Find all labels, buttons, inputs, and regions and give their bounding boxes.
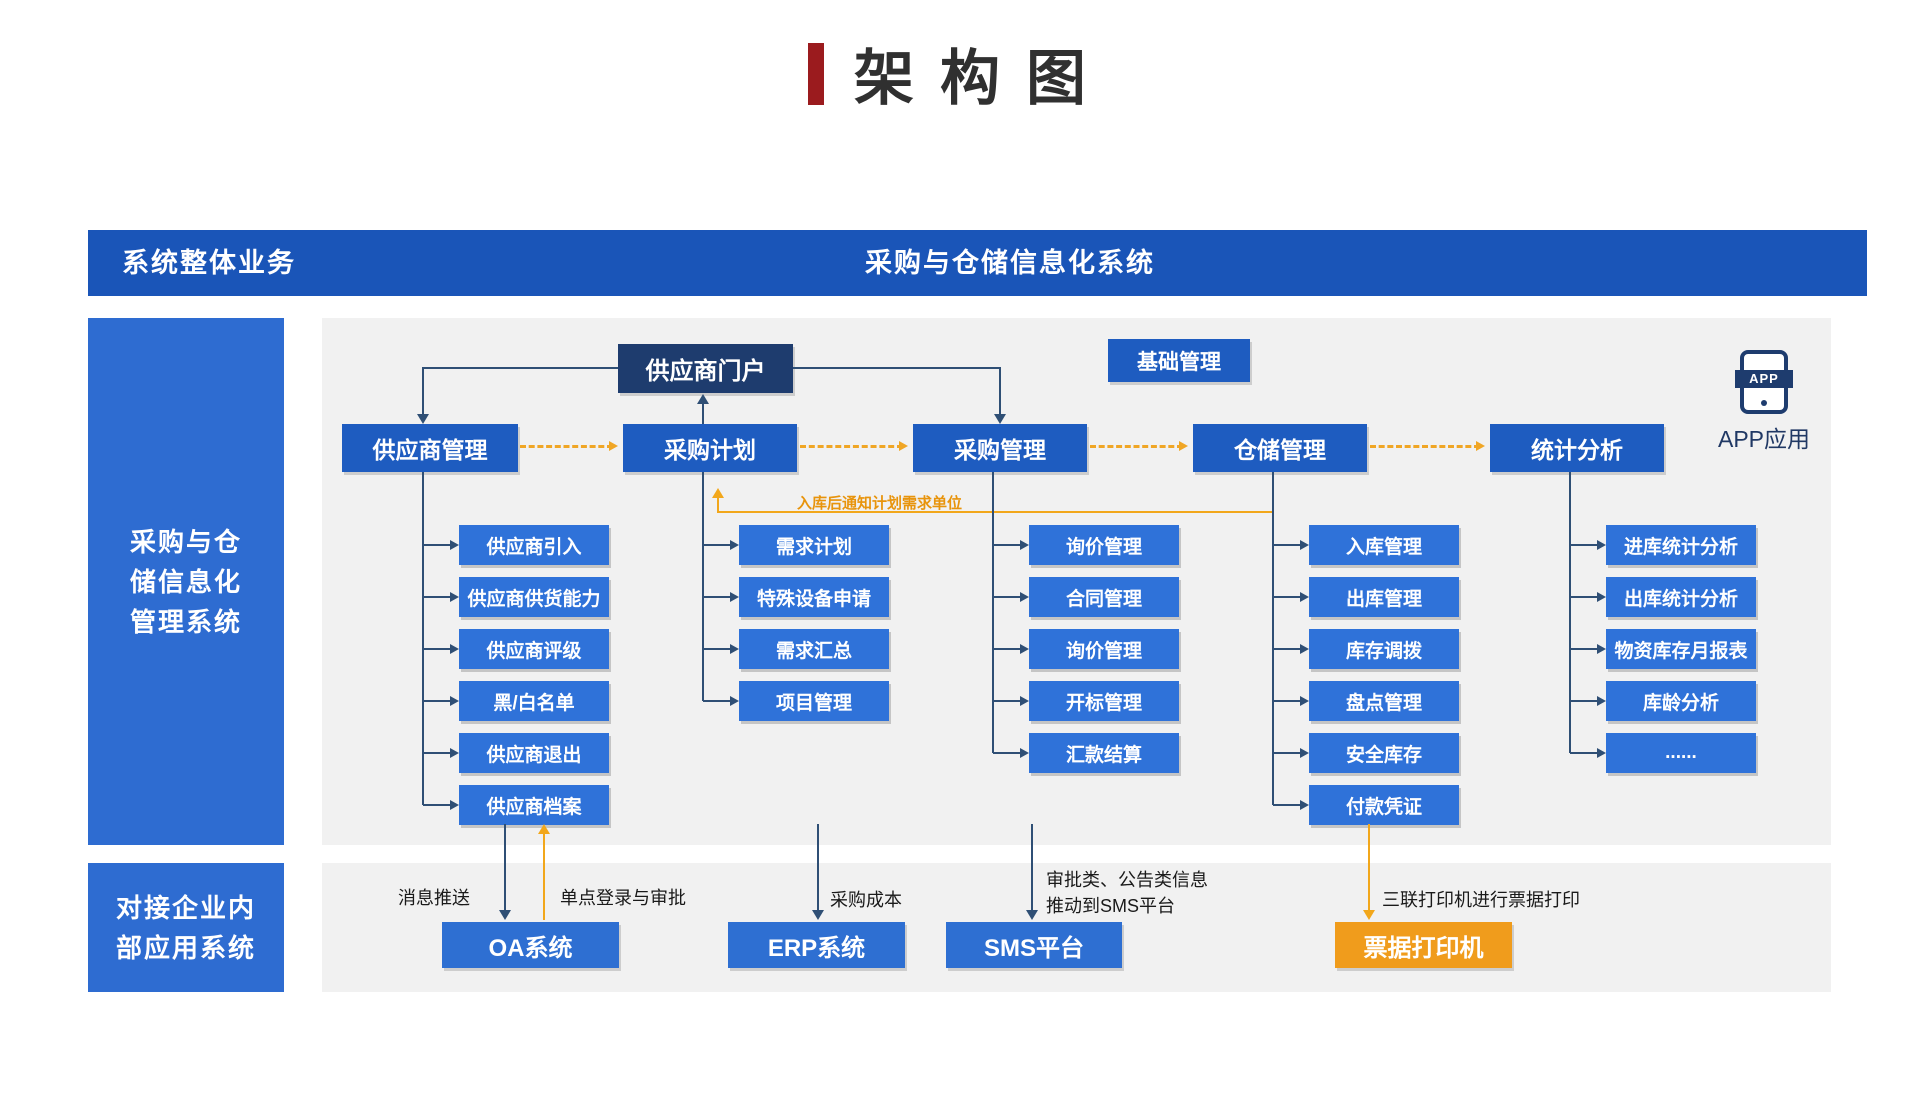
node-monthly-inventory-report: 物资库存月报表 bbox=[1570, 629, 1756, 669]
annotation-text: 入库后通知计划需求单位 bbox=[797, 495, 963, 512]
stem-col3 bbox=[992, 472, 994, 753]
annotation-line bbox=[717, 511, 1274, 513]
app-badge: APP bbox=[1735, 370, 1793, 388]
annotation-arrowhead-up bbox=[712, 488, 724, 498]
title-accent-bar bbox=[808, 42, 824, 105]
node-oa-system: OA系统 bbox=[442, 922, 619, 968]
sidebar-integration-line: 对接企业内 bbox=[115, 892, 256, 923]
dashed-arrow-3 bbox=[1090, 441, 1188, 451]
connector-portal-left-drop bbox=[422, 367, 424, 415]
arrow-sso bbox=[543, 834, 545, 920]
sidebar-integration-group: 对接企业内 部应用系统 bbox=[88, 863, 284, 992]
node-inbound-stats: 进库统计分析 bbox=[1570, 525, 1756, 565]
node-supplier-rating: 供应商评级 bbox=[423, 629, 609, 669]
label-ticket-print: 三联打印机进行票据打印 bbox=[1382, 890, 1580, 910]
dashed-arrow-4 bbox=[1370, 441, 1485, 451]
header-center-label: 采购与仓储信息化系统 bbox=[865, 248, 1155, 278]
node-inventory-transfer: 库存调拨 bbox=[1273, 629, 1459, 669]
label-message-push: 消息推送 bbox=[398, 888, 470, 908]
arrowhead-into-purchase-mgmt bbox=[994, 414, 1006, 424]
node-supplier-exit: 供应商退出 bbox=[423, 733, 609, 773]
sidebar-system-line: 储信息化 bbox=[129, 566, 242, 597]
node-statistics-analysis: 统计分析 bbox=[1490, 424, 1664, 472]
node-erp-system: ERP系统 bbox=[728, 922, 905, 968]
node-purchase-management: 采购管理 bbox=[913, 424, 1087, 472]
node-project-management: 项目管理 bbox=[703, 681, 889, 721]
node-supplier-intro: 供应商引入 bbox=[423, 525, 609, 565]
header-bar: 系统整体业务 采购与仓储信息化系统 bbox=[88, 230, 1867, 296]
node-supplier-portal: 供应商门户 bbox=[618, 344, 793, 393]
node-warehouse-management: 仓储管理 bbox=[1193, 424, 1367, 472]
connector-plan-to-portal bbox=[702, 399, 704, 424]
node-remittance-settlement: 汇款结算 bbox=[993, 733, 1179, 773]
stem-col4 bbox=[1272, 472, 1274, 805]
node-outbound-stats: 出库统计分析 bbox=[1570, 577, 1756, 617]
label-sms-info-line2: 推动到SMS平台 bbox=[1046, 896, 1176, 916]
arrow-message-push bbox=[504, 824, 506, 910]
header-left-label: 系统整体业务 bbox=[122, 248, 296, 278]
node-demand-plan: 需求计划 bbox=[703, 525, 889, 565]
node-bid-opening-management: 开标管理 bbox=[993, 681, 1179, 721]
node-supplier-archive: 供应商档案 bbox=[423, 785, 609, 825]
home-button-dot bbox=[1761, 400, 1767, 406]
connector-portal-right bbox=[793, 367, 1000, 369]
node-safety-stock: 安全库存 bbox=[1273, 733, 1459, 773]
arrowhead-into-erp bbox=[812, 910, 824, 920]
connector-portal-left bbox=[423, 367, 618, 369]
node-contract-management: 合同管理 bbox=[993, 577, 1179, 617]
mobile-app-icon: APP bbox=[1735, 350, 1793, 414]
node-black-white-list: 黑/白名单 bbox=[423, 681, 609, 721]
arrow-procurement-cost bbox=[817, 824, 819, 910]
arrowhead-into-printer bbox=[1363, 910, 1375, 920]
sidebar-system-group: 采购与仓 储信息化 管理系统 bbox=[88, 318, 284, 845]
stem-col2 bbox=[702, 472, 704, 701]
node-demand-summary: 需求汇总 bbox=[703, 629, 889, 669]
node-inbound-management: 入库管理 bbox=[1273, 525, 1459, 565]
arrowhead-sso-up bbox=[538, 824, 550, 834]
app-caption: APP应用 bbox=[1717, 426, 1811, 452]
node-stocktake-management: 盘点管理 bbox=[1273, 681, 1459, 721]
node-sms-platform: SMS平台 bbox=[946, 922, 1122, 968]
annotation-arrow-rise bbox=[717, 496, 719, 513]
sidebar-integration-line: 部应用系统 bbox=[115, 932, 256, 963]
node-inquiry-management: 询价管理 bbox=[993, 525, 1179, 565]
connector-portal-right-drop bbox=[999, 367, 1001, 415]
dashed-arrow-1 bbox=[520, 441, 618, 451]
page-title-text: 架构图 bbox=[854, 45, 1112, 112]
arrowhead-into-sms bbox=[1026, 910, 1038, 920]
node-supplier-capacity: 供应商供货能力 bbox=[423, 577, 609, 617]
node-base-management: 基础管理 bbox=[1108, 339, 1250, 382]
node-more-ellipsis: ...... bbox=[1570, 733, 1756, 773]
node-ticket-printer: 票据打印机 bbox=[1335, 922, 1512, 968]
node-purchase-plan: 采购计划 bbox=[623, 424, 797, 472]
arrowhead-into-oa bbox=[499, 910, 511, 920]
node-payment-voucher: 付款凭证 bbox=[1273, 785, 1459, 825]
arrowhead-into-supplier-mgmt bbox=[417, 414, 429, 424]
label-sso: 单点登录与审批 bbox=[560, 888, 686, 908]
arrow-ticket-print bbox=[1368, 824, 1370, 910]
arrowhead-into-portal bbox=[697, 394, 709, 404]
node-supplier-management: 供应商管理 bbox=[342, 424, 518, 472]
app-block: APP APP应用 bbox=[1714, 350, 1814, 454]
arrow-sms-info bbox=[1031, 824, 1033, 910]
node-outbound-management: 出库管理 bbox=[1273, 577, 1459, 617]
node-special-equipment-request: 特殊设备申请 bbox=[703, 577, 889, 617]
page-title: 架构图 bbox=[0, 30, 1920, 117]
label-procurement-cost: 采购成本 bbox=[830, 890, 902, 910]
stem-col5 bbox=[1569, 472, 1571, 753]
node-stock-age-analysis: 库龄分析 bbox=[1570, 681, 1756, 721]
sidebar-system-line: 管理系统 bbox=[129, 606, 242, 637]
node-inquiry-management-2: 询价管理 bbox=[993, 629, 1179, 669]
dashed-arrow-2 bbox=[800, 441, 908, 451]
label-sms-info-line1: 审批类、公告类信息 bbox=[1046, 870, 1208, 890]
stem-col1 bbox=[422, 472, 424, 805]
sidebar-system-line: 采购与仓 bbox=[129, 526, 242, 557]
